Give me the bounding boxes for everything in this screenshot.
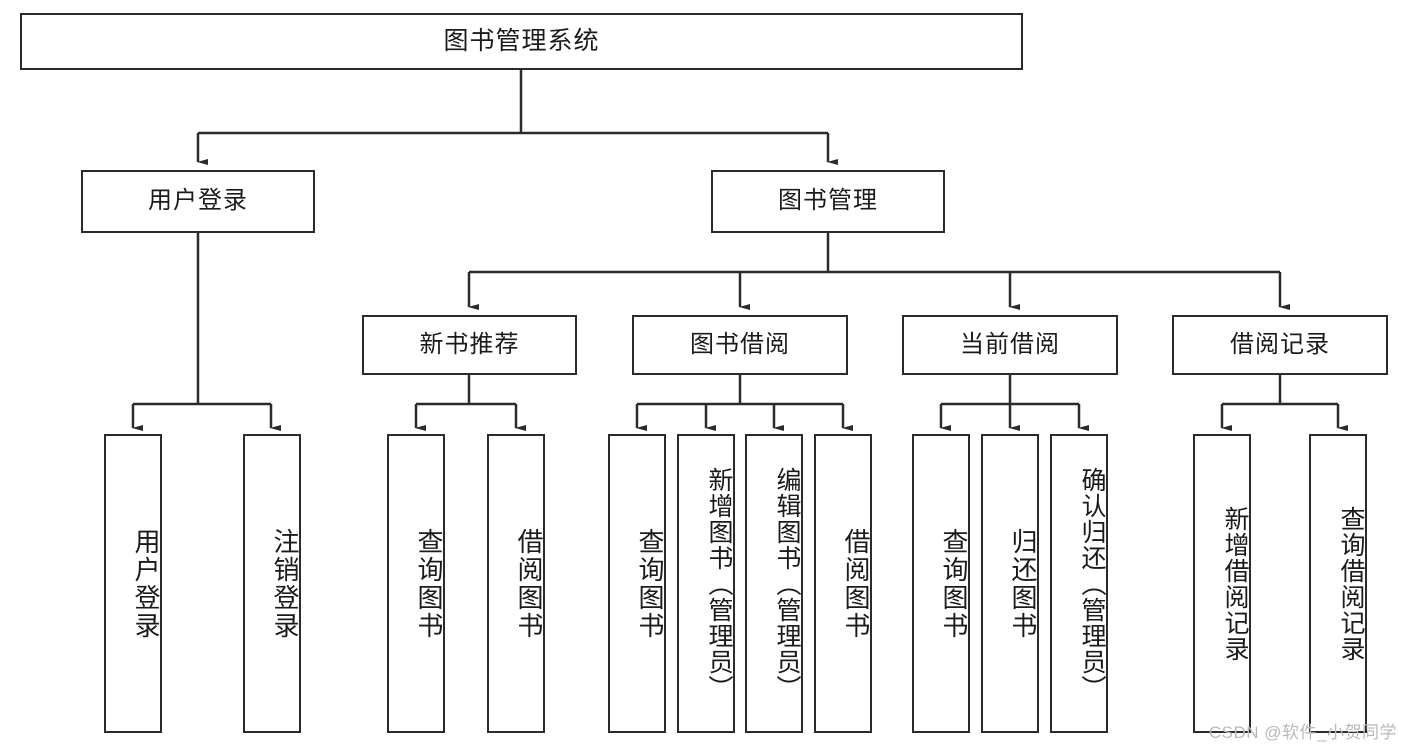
leaf-borrow-borrow-book[interactable]: 借阅图书 (814, 434, 872, 733)
node-book-management[interactable]: 图书管理 (711, 170, 945, 233)
leaf-records-query-record[interactable]: 查询借阅记录 (1309, 434, 1367, 733)
leaf-current-query-book[interactable]: 查询图书 (912, 434, 970, 733)
node-root-system[interactable]: 图书管理系统 (20, 13, 1023, 70)
node-borrow-records[interactable]: 借阅记录 (1172, 315, 1388, 375)
leaf-borrow-edit-book-admin[interactable]: 编辑图书（管理员） (745, 434, 803, 733)
node-user-login[interactable]: 用户登录 (81, 170, 315, 233)
leaf-records-add-record[interactable]: 新增借阅记录 (1193, 434, 1251, 733)
node-book-borrow[interactable]: 图书借阅 (632, 315, 848, 375)
node-current-borrow[interactable]: 当前借阅 (902, 315, 1118, 375)
node-new-book-recommend[interactable]: 新书推荐 (362, 315, 577, 375)
leaf-current-return-book[interactable]: 归还图书 (981, 434, 1039, 733)
leaf-user-login-signin[interactable]: 用户登录 (104, 434, 162, 733)
leaf-new-book-query[interactable]: 查询图书 (387, 434, 445, 733)
watermark-text: CSDN @软件_小贺同学 (1208, 723, 1397, 742)
leaf-borrow-add-book-admin[interactable]: 新增图书（管理员） (677, 434, 735, 733)
leaf-user-login-signout[interactable]: 注销登录 (243, 434, 301, 733)
leaf-borrow-query-book[interactable]: 查询图书 (608, 434, 666, 733)
leaf-new-book-borrow[interactable]: 借阅图书 (487, 434, 545, 733)
leaf-current-confirm-return-admin[interactable]: 确认归还（管理员） (1050, 434, 1108, 733)
